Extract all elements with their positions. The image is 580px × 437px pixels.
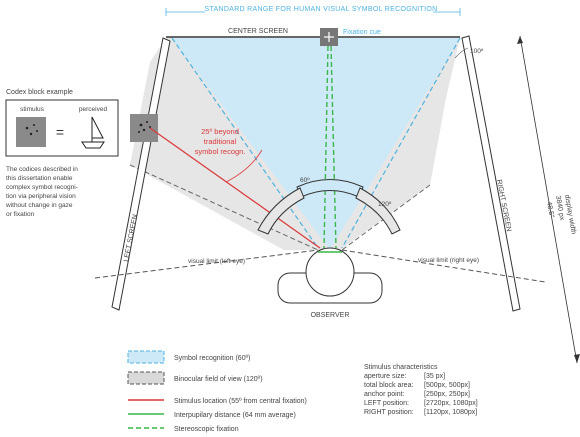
observer-figure: OBSERVER	[277, 247, 383, 319]
recognition-range-bracket: STANDARD RANGE FOR HUMAN VISUAL SYMBOL R…	[165, 2, 461, 16]
recognition-edge-right	[341, 37, 461, 249]
legend-item-binocular-field: Binocular field of view (120º)	[127, 371, 263, 385]
stimulus-marker	[130, 114, 158, 142]
legend-item-symbol-recognition: Symbol recognition (60º)	[127, 350, 250, 364]
svg-text:[500px, 500px]: [500px, 500px]	[424, 382, 470, 389]
svg-text:Interpupilary distance (64 mm: Interpupilary distance (64 mm average)	[174, 412, 296, 419]
svg-text:RIGHT position:: RIGHT position:	[364, 409, 414, 416]
svg-text:[35 px]: [35 px]	[424, 373, 445, 380]
observer-label: OBSERVER	[311, 312, 350, 319]
legend-item-stereoscopic: Stereoscopic fixation	[128, 426, 239, 433]
recognition-range-label: STANDARD RANGE FOR HUMAN VISUAL SYMBOL R…	[205, 6, 438, 13]
codex-desc-6: or fixation	[6, 211, 35, 218]
sailboat-icon	[81, 116, 105, 149]
codex-equals: =	[56, 124, 64, 140]
display-width-indicator: display width 3840 px 48.5"	[517, 35, 580, 364]
stim-title: Stimulus characteristics	[364, 364, 438, 371]
fixation-cue: Fixation cue	[320, 28, 381, 46]
angle-100-arc	[454, 47, 469, 59]
angle-100-label: 100º	[470, 48, 484, 55]
codex-stimulus-sample	[16, 117, 46, 147]
codex-title: Codex block example	[6, 89, 73, 96]
codex-desc-5: without change in gaze	[5, 202, 73, 209]
codex-desc-3: complex symbol recogni-	[6, 184, 78, 191]
center-screen-label: CENTER SCREEN	[228, 28, 288, 35]
angle-60-label: 60º	[300, 177, 310, 184]
codex-desc-1: The codices described in	[6, 166, 78, 173]
beyond-label-line2: traditional	[204, 137, 237, 146]
recognition-edge-left	[171, 37, 319, 249]
display-width-inches: 48.5"	[545, 201, 555, 219]
codex-desc-4: tion via peripheral vision	[6, 193, 76, 200]
beyond-angle-arc	[225, 149, 263, 183]
svg-text:LEFT position:: LEFT position:	[364, 400, 409, 407]
angle-120-label: 120º	[378, 201, 392, 208]
legend-item-interpupilary: Interpupilary distance (64 mm average)	[128, 412, 296, 419]
stimulus-location-line	[149, 127, 321, 249]
svg-text:[250px, 250px]: [250px, 250px]	[424, 391, 470, 398]
codex-perceived-label: perceived	[79, 106, 108, 113]
visual-limit-right-label: visual limit (right eye)	[418, 257, 479, 264]
svg-text:[2720px, 1080px]: [2720px, 1080px]	[424, 400, 478, 407]
svg-text:Stereoscopic fixation: Stereoscopic fixation	[174, 426, 239, 433]
legend: Symbol recognition (60º) Binocular field…	[127, 350, 307, 433]
center-screen: CENTER SCREEN	[166, 28, 460, 38]
binocular-edge-left	[129, 164, 319, 251]
beyond-label-line3: symbol recogn.	[195, 147, 246, 156]
visual-limit-left-label: visual limit (left eye)	[188, 258, 245, 265]
right-screen: RIGHT SCREEN	[461, 35, 521, 312]
stimulus-characteristics: Stimulus characteristics aperture size: …	[364, 364, 478, 416]
visual-limit-left-line	[94, 249, 319, 279]
svg-text:[1120px, 1080px]: [1120px, 1080px]	[424, 409, 477, 416]
angle-120-band-right	[355, 187, 401, 235]
visual-limit-right-line	[341, 249, 546, 283]
codex-desc-2: this dissertation enable	[6, 175, 73, 182]
display-width-px: 3840 px	[554, 195, 565, 221]
binocular-edge-right	[341, 184, 431, 251]
fixation-cue-label: Fixation cue	[343, 29, 381, 36]
svg-text:total block area:: total block area:	[364, 382, 413, 389]
svg-text:aperture size:: aperture size:	[364, 373, 406, 380]
svg-text:Binocular field of view (120º): Binocular field of view (120º)	[174, 376, 263, 383]
svg-text:anchor point:: anchor point:	[364, 391, 405, 398]
stereoscopic-fixation-line-left	[323, 45, 329, 249]
stereoscopic-fixation-line-right	[330, 45, 337, 249]
svg-text:Stimulus location (55º from ce: Stimulus location (55º from central fixa…	[174, 398, 307, 405]
codex-block-example: Codex block example stimulus perceived =…	[5, 89, 119, 218]
symbol-recognition-cone	[172, 38, 460, 250]
beyond-label-line1: 25º beyond	[201, 127, 239, 136]
svg-text:Symbol recognition (60º): Symbol recognition (60º)	[174, 355, 250, 362]
codex-stimulus-label: stimulus	[20, 106, 45, 113]
legend-item-stimulus-location: Stimulus location (55º from central fixa…	[128, 398, 307, 405]
angle-120-band	[257, 187, 305, 235]
